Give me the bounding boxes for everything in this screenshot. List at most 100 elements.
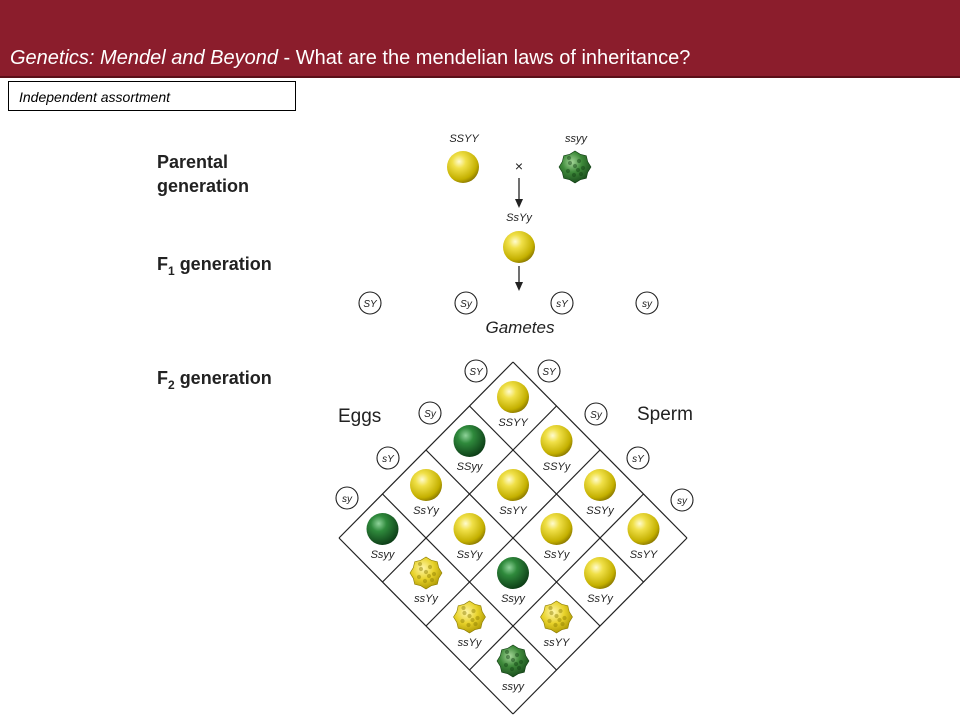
punnett-cell-genotype: ssYy: [414, 593, 439, 605]
punnett-cell-ssyy: SsYy: [410, 469, 442, 517]
gamete-sy-lower: sy: [635, 291, 659, 315]
punnett-cell-genotype: ssYY: [544, 637, 570, 649]
arrowhead-parental-to-f1-icon: [515, 199, 523, 208]
punnett-cell-ssyy: SSYy: [540, 425, 573, 473]
punnett-cell-ssyy: ssYY: [540, 600, 573, 649]
parental-label-line1: Parental: [157, 152, 228, 172]
punnett-cell-genotype: ssyy: [502, 681, 526, 693]
green-wrinkled-pea-icon: [496, 644, 530, 678]
gamete-label: sy: [342, 494, 353, 505]
yellow-wrinkled-pea-icon: [540, 600, 573, 634]
yellow-round-pea-icon: [584, 557, 616, 589]
gamete-label: Sy: [424, 409, 437, 420]
f2-label: F2 generation: [157, 368, 272, 392]
punnett-cell-ssyy: ssyy: [496, 644, 530, 693]
gamete-label: Sy: [590, 410, 603, 421]
f1-label-rest: generation: [175, 254, 272, 274]
punnett-cell-genotype: SsYY: [499, 505, 527, 517]
punnett-cell-ssyy: SSYy: [584, 469, 616, 517]
eggs-label: Eggs: [338, 406, 381, 427]
punnett-cell-ssyy: SsYY: [627, 513, 660, 561]
grid-line: [425, 449, 601, 627]
grid-line: [512, 537, 688, 715]
punnett-cell-ssyy: SsYy: [584, 557, 616, 605]
punnett-cell-ssyy: SsYy: [540, 513, 573, 561]
cross-symbol: ×: [515, 158, 523, 174]
title-topic: Genetics: Mendel and Beyond: [10, 47, 278, 69]
gamete-s-lower-y-upper: sY: [550, 291, 574, 315]
gamete-label: SY: [542, 367, 557, 378]
punnett-cell-ssyy: ssYy: [409, 556, 443, 605]
header-divider: [0, 76, 960, 78]
sperm-gamete-s-lower-y-upper: sY: [626, 446, 650, 470]
gamete-s-upper-y-lower: Sy: [454, 291, 478, 315]
title-separator: -: [277, 47, 296, 69]
parental-label-line2: generation: [157, 176, 249, 196]
grid-line: [469, 493, 644, 671]
punnett-cell-genotype: SSYy: [586, 505, 615, 517]
page-title: Genetics: Mendel and Beyond - What are t…: [10, 47, 690, 70]
sperm-gamete-sy-upper: SY: [537, 359, 561, 383]
grid-line: [338, 537, 514, 715]
f2-label-subscript: 2: [168, 378, 175, 392]
punnett-cell-genotype: SSYY: [498, 417, 528, 429]
punnett-cell-genotype: SSyy: [457, 461, 484, 473]
f1-genotype: SsYy: [506, 212, 533, 224]
gamete-label: SY: [363, 299, 378, 310]
yellow-wrinkled-pea-icon: [409, 556, 443, 590]
gamete-label: sY: [556, 299, 569, 310]
header-banner: [0, 0, 960, 76]
gametes-label: Gametes: [486, 318, 555, 337]
parent-2-genotype: ssyy: [565, 133, 589, 145]
sperm-gamete-s-upper-y-lower: Sy: [584, 402, 608, 426]
punnett-cell-genotype: SsYY: [630, 549, 658, 561]
parent-1-genotype: SSYY: [449, 133, 479, 145]
subtitle-box: Independent assortment: [8, 81, 296, 111]
punnett-cell-ssyy: SsYY: [497, 469, 529, 517]
title-question: What are the mendelian laws of inheritan…: [295, 47, 691, 69]
egg-gamete-s-lower-y-upper: sY: [376, 446, 400, 470]
sperm-gamete-sy-lower: sy: [670, 488, 694, 512]
punnett-cell-genotype: ssYy: [458, 637, 483, 649]
gamete-label: SY: [469, 367, 484, 378]
yellow-round-pea-icon: [497, 469, 529, 501]
arrowhead-f1-to-gametes-icon: [515, 282, 523, 291]
egg-gamete-sy-upper: SY: [464, 359, 488, 383]
f1-label-subscript: 1: [168, 264, 175, 278]
yellow-wrinkled-pea-icon: [453, 600, 486, 634]
punnett-square-grid: [338, 361, 688, 715]
green-round-pea-icon: [366, 513, 399, 545]
gamete-label: sY: [382, 454, 395, 465]
parent-2-green-wrinkled-pea-icon: [558, 150, 592, 184]
gamete-sy-upper: SY: [358, 291, 382, 315]
punnett-cell-ssyy: Ssyy: [497, 557, 529, 605]
punnett-cell-genotype: SsYy: [413, 505, 440, 517]
sperm-label: Sperm: [637, 404, 693, 425]
punnett-cell-genotype: Ssyy: [501, 593, 526, 605]
egg-gamete-sy-lower: sy: [335, 486, 359, 510]
f2-label-letter: F: [157, 368, 168, 388]
yellow-round-pea-icon: [540, 425, 573, 457]
punnett-cell-ssyy: SSyy: [453, 425, 486, 473]
yellow-round-pea-icon: [453, 513, 486, 545]
yellow-round-pea-icon: [410, 469, 442, 501]
f1-label-letter: F: [157, 254, 168, 274]
punnett-cell-genotype: Ssyy: [371, 549, 396, 561]
punnett-cell-ssyy: SsYy: [453, 513, 486, 561]
punnett-cell-genotype: SsYy: [457, 549, 484, 561]
green-round-pea-icon: [497, 557, 529, 589]
gamete-label: sy: [642, 299, 653, 310]
punnett-square-cells: SSYYSSYySSYySsYYSSyySsYYSsYySsYySsYySsYy…: [366, 381, 660, 693]
punnett-cell-ssyy: ssYy: [453, 600, 486, 649]
yellow-round-pea-icon: [497, 381, 529, 413]
punnett-cell-genotype: SsYy: [544, 549, 571, 561]
grid-line: [382, 493, 557, 671]
yellow-round-pea-icon: [627, 513, 660, 545]
f1-yellow-round-pea-icon: [503, 231, 535, 263]
gamete-label: Sy: [460, 299, 473, 310]
yellow-round-pea-icon: [540, 513, 573, 545]
f2-label-rest: generation: [175, 368, 272, 388]
punnett-cell-genotype: SSYy: [543, 461, 572, 473]
gamete-label: sY: [632, 454, 645, 465]
